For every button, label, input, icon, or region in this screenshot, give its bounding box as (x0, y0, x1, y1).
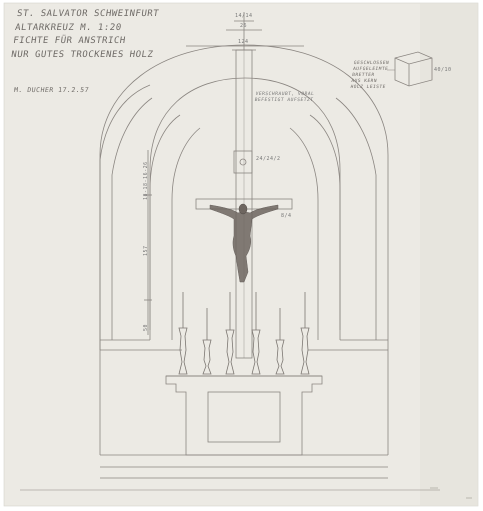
candle-3 (225, 292, 235, 375)
crucifix-figure (209, 203, 279, 283)
dim-left-bottom-label: 50 (143, 323, 149, 331)
legend-line-5: HOLZ LEISTE (350, 85, 387, 90)
legend-corner-dim: 40/10 (434, 67, 452, 73)
shaft-note-line-2: BEFESTIGT AUFSETZT (254, 97, 314, 103)
shaft-note-line-1: VERSCHRAUBT, VORAL (255, 92, 315, 97)
signature-date: M. DUCHER 17.2.57 (13, 86, 90, 94)
title-line-4: NUR GUTES TROCKENES HOLZ (10, 49, 155, 60)
left-panel-outer (99, 84, 151, 350)
title-line-3: FICHTE FÜR ANSTRICH (12, 36, 127, 46)
right-rib-1 (289, 127, 319, 340)
candle-1 (178, 292, 188, 375)
right-panel-inner (335, 97, 377, 340)
candle-5 (275, 308, 285, 375)
title-line-1: ST. SALVATOR SCHWEINFURT (16, 9, 160, 19)
candlesticks (178, 292, 310, 375)
inner-arch (149, 77, 341, 330)
left-window (149, 114, 181, 340)
candle-2 (202, 308, 212, 375)
paper-shade (420, 3, 478, 506)
candle-6 (300, 292, 310, 375)
dim-arm-label: 124 (238, 39, 249, 45)
dim-left-main-label: 157 (143, 245, 149, 256)
candle-4 (251, 292, 261, 375)
left-panel-inner (111, 97, 153, 340)
shaft-ornament-dot (239, 158, 247, 166)
shaft-note: VERSCHRAUBT, VORAL BEFESTIGT AUFSETZT (254, 92, 314, 103)
dim-top-inner-label: 26 (240, 23, 248, 29)
dim-crossbar-right-label: 8/4 (281, 213, 292, 219)
dim-shaft-size-label: 24/24/2 (256, 156, 281, 162)
title-line-2: ALTARKREUZ M. 1:20 (14, 22, 123, 33)
legend-detail-box (394, 51, 433, 87)
dim-top-width-label: 14/14 (235, 13, 253, 19)
legend-text: GESCHLOSSEN AUFGELEIMTE BRETTER AUS KERN… (350, 61, 389, 91)
corner-marks (430, 487, 472, 499)
dim-left-stack-label: 18-18-16-26 (143, 161, 149, 200)
left-rib-1 (171, 127, 201, 340)
right-window (309, 114, 341, 340)
shaft-ornament (233, 150, 253, 174)
outer-arch (99, 44, 389, 455)
title-block: ST. SALVATOR SCHWEINFURT ALTARKREUZ M. 1… (10, 8, 160, 62)
altar-front-panel (207, 391, 281, 443)
